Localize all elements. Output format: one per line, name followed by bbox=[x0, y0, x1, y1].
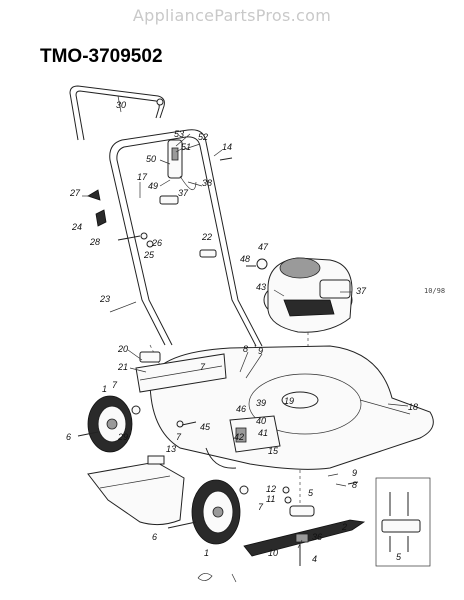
callout: 30 bbox=[116, 100, 126, 110]
callout: 26 bbox=[151, 238, 162, 248]
callout: 11 bbox=[266, 494, 275, 504]
callout: 24 bbox=[71, 222, 82, 232]
rear-wheel[interactable] bbox=[77, 395, 141, 453]
callout: 17 bbox=[137, 172, 148, 182]
callout: 37 bbox=[356, 286, 367, 296]
callout: 20 bbox=[117, 344, 128, 354]
callout: 7 bbox=[258, 502, 264, 512]
callout: 6 bbox=[66, 432, 71, 442]
callout: 21 bbox=[117, 362, 128, 372]
handle-knobs[interactable] bbox=[87, 157, 233, 258]
callout: 39 bbox=[256, 398, 266, 408]
front-wheel[interactable] bbox=[167, 420, 249, 545]
watermark: AppliancePartsPros.com bbox=[132, 6, 332, 25]
callout: 9 bbox=[352, 468, 357, 478]
engine[interactable] bbox=[246, 257, 353, 390]
leader-lines bbox=[82, 95, 409, 549]
callout: 9 bbox=[258, 346, 263, 356]
model-number: TMO-3709502 bbox=[40, 46, 163, 67]
callout: 49 bbox=[148, 181, 158, 191]
callout: 7 bbox=[200, 362, 206, 372]
front-axle-bracket[interactable] bbox=[205, 415, 281, 469]
callout: 22 bbox=[201, 232, 212, 242]
callout: 46 bbox=[236, 404, 246, 414]
callout: 1 bbox=[204, 548, 209, 558]
callout: 43 bbox=[256, 282, 266, 292]
callout: 27 bbox=[69, 188, 81, 198]
callout: 2 bbox=[341, 522, 347, 532]
callout: 38 bbox=[202, 178, 212, 188]
lower-handle-frame[interactable] bbox=[109, 129, 263, 396]
callout: 41 bbox=[258, 428, 268, 438]
callout: 12 bbox=[266, 484, 276, 494]
rear-axle-bracket[interactable] bbox=[135, 351, 227, 393]
callout: 51 bbox=[181, 142, 191, 152]
callout: 40 bbox=[256, 416, 266, 426]
inset-blade-adapter[interactable] bbox=[375, 477, 431, 567]
callout: 15 bbox=[268, 446, 279, 456]
scribble-mark bbox=[197, 573, 237, 583]
callout: 42 bbox=[234, 432, 244, 442]
callout: 19 bbox=[284, 396, 294, 406]
callout: 53 bbox=[174, 129, 184, 139]
callout: 36 bbox=[312, 532, 322, 542]
callout: 4 bbox=[312, 554, 317, 564]
callout: 8 bbox=[352, 480, 357, 490]
callout: 8 bbox=[243, 344, 248, 354]
callout: 5 bbox=[396, 552, 402, 562]
callout: 28 bbox=[89, 237, 100, 247]
corner-code: 10/98 bbox=[424, 287, 446, 295]
upper-handle[interactable] bbox=[69, 85, 165, 141]
callout: 25 bbox=[143, 250, 155, 260]
callout: 7 bbox=[176, 432, 182, 442]
rear-shield[interactable] bbox=[87, 455, 185, 526]
callout: 29 bbox=[117, 432, 128, 442]
callout: 7 bbox=[112, 380, 118, 390]
callout: 45 bbox=[200, 422, 211, 432]
blade-assembly[interactable] bbox=[243, 470, 366, 566]
callout: 10 bbox=[268, 548, 278, 558]
callout: 47 bbox=[258, 242, 269, 252]
callout: 50 bbox=[146, 154, 156, 164]
callout: 1 bbox=[102, 384, 107, 394]
callout: 37 bbox=[178, 188, 189, 198]
callout: 13 bbox=[166, 444, 176, 454]
callout: 5 bbox=[308, 488, 314, 498]
callout: 18 bbox=[408, 402, 418, 412]
callout: 23 bbox=[99, 294, 110, 304]
callout: 6 bbox=[152, 532, 157, 542]
callout: 14 bbox=[222, 142, 232, 152]
callout: 48 bbox=[240, 254, 250, 264]
callout: 52 bbox=[198, 132, 208, 142]
control-assembly[interactable] bbox=[159, 139, 197, 205]
callout-labels: 30 53 52 51 14 50 17 49 38 27 37 24 26 2… bbox=[66, 100, 418, 564]
